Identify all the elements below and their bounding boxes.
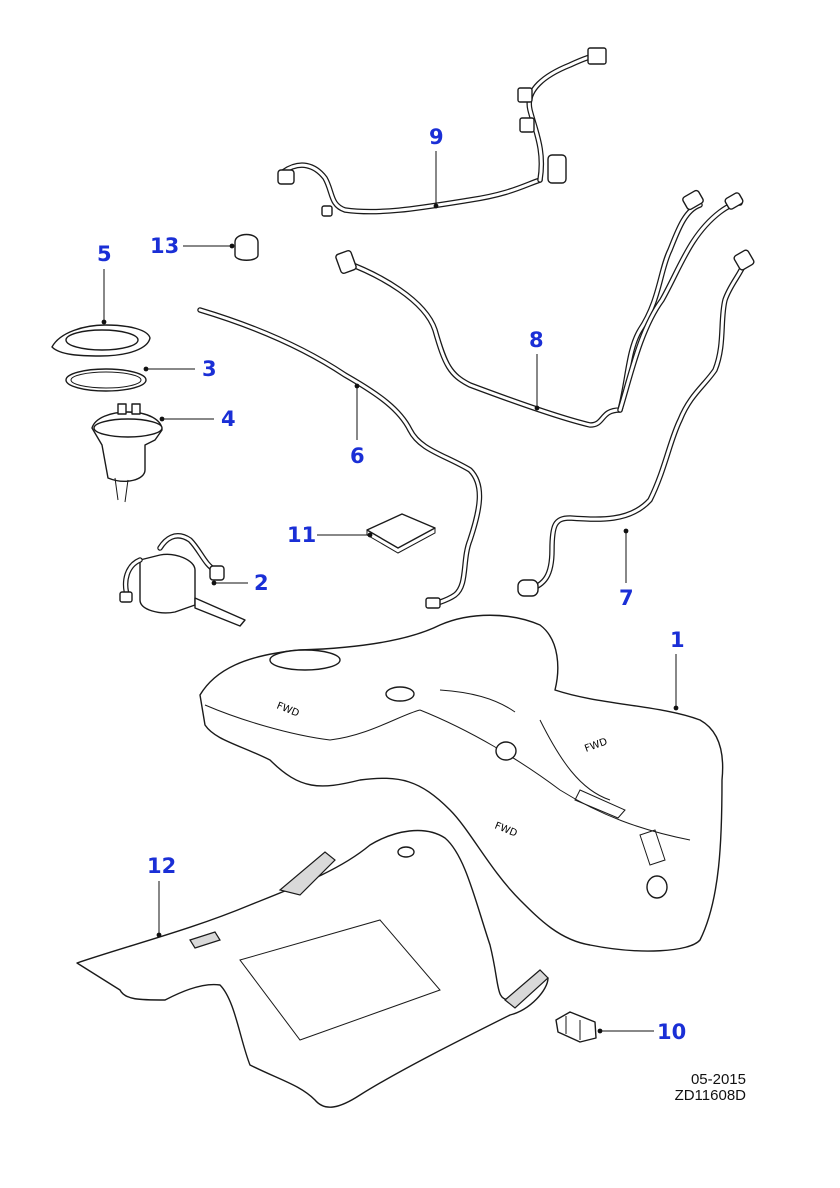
callout-13: 13 (150, 234, 180, 258)
part-13-cap (234, 233, 259, 261)
drawing-id: ZD11608D (674, 1086, 746, 1104)
part-10-clip (555, 1011, 597, 1043)
part-9-wiring-harness (277, 47, 607, 217)
callout-3: 3 (202, 357, 217, 381)
revision-date: 05-2015 (690, 1071, 746, 1088)
part-1-fuel-tank: FWD FWD FWD (199, 614, 724, 952)
part-2-fuel-pump-module (119, 533, 246, 627)
callout-7: 7 (619, 586, 634, 610)
part-6-vent-pipe (197, 307, 483, 609)
leader-lines (101, 151, 679, 1034)
part-7-fuel-line (517, 249, 755, 597)
callout-4: 4 (221, 407, 236, 431)
callout-11: 11 (287, 523, 317, 547)
part-3-seal (65, 368, 147, 392)
callout-12: 12 (147, 854, 177, 878)
drawing-footer: 05-2015 ZD11608D (660, 1072, 746, 1104)
part-5-locking-ring (51, 324, 151, 357)
callout-2: 2 (254, 571, 269, 595)
callout-10: 10 (657, 1020, 687, 1044)
part-8-fuel-lines (335, 189, 744, 428)
callout-8: 8 (529, 328, 544, 352)
callout-1: 1 (670, 628, 685, 652)
callout-6: 6 (350, 444, 365, 468)
part-12-heat-shield (76, 829, 549, 1108)
part-4-sender-unit (91, 403, 163, 503)
part-11-pad (366, 513, 436, 554)
callout-5: 5 (97, 242, 112, 266)
callout-9: 9 (429, 125, 444, 149)
